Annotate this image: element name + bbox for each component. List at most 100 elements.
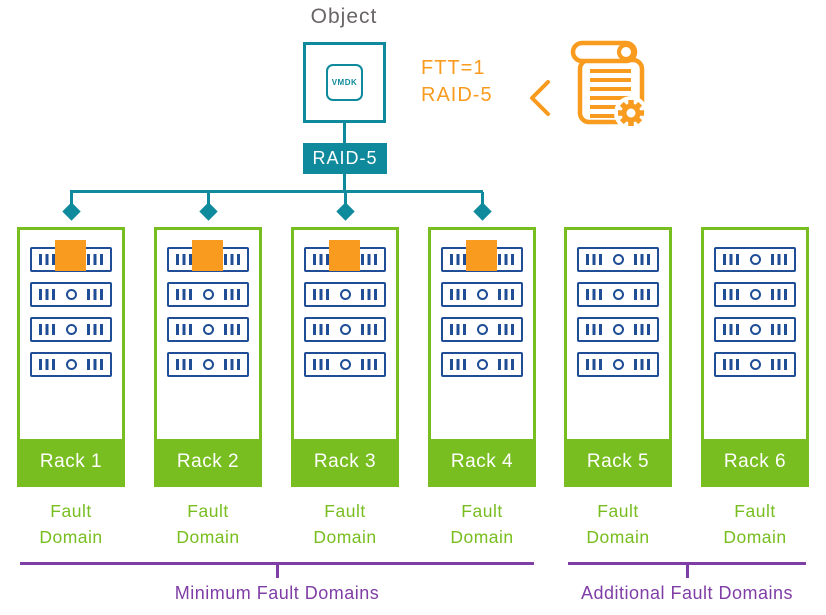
connector-line [206, 192, 210, 204]
server-vents [176, 324, 192, 335]
server-unit [577, 247, 659, 272]
fault-domain-label: Fault Domain [450, 501, 514, 547]
component-highlight [192, 240, 223, 271]
server-vents [586, 254, 602, 265]
server-unit [714, 282, 796, 307]
server-led [749, 289, 761, 300]
server-vents [39, 254, 55, 265]
server-vents [39, 359, 55, 370]
fault-domain-label: Fault Domain [723, 501, 787, 547]
component-highlight [55, 240, 86, 271]
server-unit [577, 282, 659, 307]
server-vents [498, 359, 514, 370]
connector-line [343, 192, 347, 204]
server-led [749, 254, 761, 265]
server-unit [304, 282, 386, 307]
server-vents [450, 254, 466, 265]
server-led [339, 289, 351, 300]
diamond-connector [472, 202, 492, 221]
server-unit [167, 282, 249, 307]
rack-label: Rack 4 [431, 439, 533, 484]
server-vents [586, 359, 602, 370]
server-vents [586, 324, 602, 335]
server-unit [577, 352, 659, 377]
server-vents [771, 289, 787, 300]
component-highlight [329, 240, 360, 271]
server-led [202, 289, 214, 300]
server-vents [224, 324, 240, 335]
server-unit [30, 317, 112, 342]
server-vents [224, 289, 240, 300]
connector-line [70, 190, 483, 193]
server-led [749, 359, 761, 370]
connector-line [343, 174, 346, 192]
rack-5: Rack 5 [564, 227, 672, 487]
server-vents [87, 254, 103, 265]
server-led [65, 324, 77, 335]
server-led [612, 254, 624, 265]
server-led [339, 324, 351, 335]
server-vents [313, 254, 329, 265]
server-vents [450, 289, 466, 300]
server-vents [498, 289, 514, 300]
diamond-connector [198, 202, 218, 221]
server-vents [361, 324, 377, 335]
policy-scroll-gear-icon [570, 40, 648, 130]
bracket-tick [685, 562, 689, 578]
rack-label: Rack 2 [157, 439, 259, 484]
component-highlight [466, 240, 497, 271]
server-vents [224, 359, 240, 370]
server-vents [723, 289, 739, 300]
server-vents [313, 289, 329, 300]
server-vents [87, 324, 103, 335]
chevron-left-icon [530, 80, 550, 116]
server-vents [361, 289, 377, 300]
server-unit [30, 282, 112, 307]
server-vents [450, 324, 466, 335]
server-unit [441, 352, 523, 377]
server-vents [723, 359, 739, 370]
server-vents [634, 324, 650, 335]
server-vents [634, 359, 650, 370]
fault-domain-label: Fault Domain [313, 501, 377, 547]
server-unit [441, 282, 523, 307]
server-vents [87, 359, 103, 370]
server-led [202, 324, 214, 335]
connector-line [343, 123, 346, 143]
policy-ftt-line: FTT=1 [421, 57, 486, 79]
server-led [65, 289, 77, 300]
server-unit [304, 317, 386, 342]
server-vents [361, 254, 377, 265]
rack-label: Rack 5 [567, 439, 669, 484]
server-led [749, 324, 761, 335]
server-unit [167, 352, 249, 377]
server-vents [498, 324, 514, 335]
server-vents [634, 289, 650, 300]
server-led [612, 359, 624, 370]
server-led [476, 289, 488, 300]
rack-4: Rack 4 [428, 227, 536, 487]
fault-domain-label: Fault Domain [39, 501, 103, 547]
rack-6: Rack 6 [701, 227, 809, 487]
server-vents [224, 254, 240, 265]
server-vents [313, 324, 329, 335]
bracket-tick [275, 562, 279, 578]
server-vents [498, 254, 514, 265]
server-unit [304, 352, 386, 377]
server-led [612, 324, 624, 335]
server-led [612, 289, 624, 300]
server-vents [176, 359, 192, 370]
server-vents [771, 324, 787, 335]
server-unit [714, 352, 796, 377]
server-unit [441, 317, 523, 342]
server-led [202, 359, 214, 370]
rack-2: Rack 2 [154, 227, 262, 487]
server-led [476, 359, 488, 370]
minimum-fault-domains-label: Minimum Fault Domains [174, 583, 380, 603]
server-vents [176, 254, 192, 265]
server-led [65, 359, 77, 370]
server-unit [577, 317, 659, 342]
server-vents [771, 359, 787, 370]
server-vents [39, 324, 55, 335]
